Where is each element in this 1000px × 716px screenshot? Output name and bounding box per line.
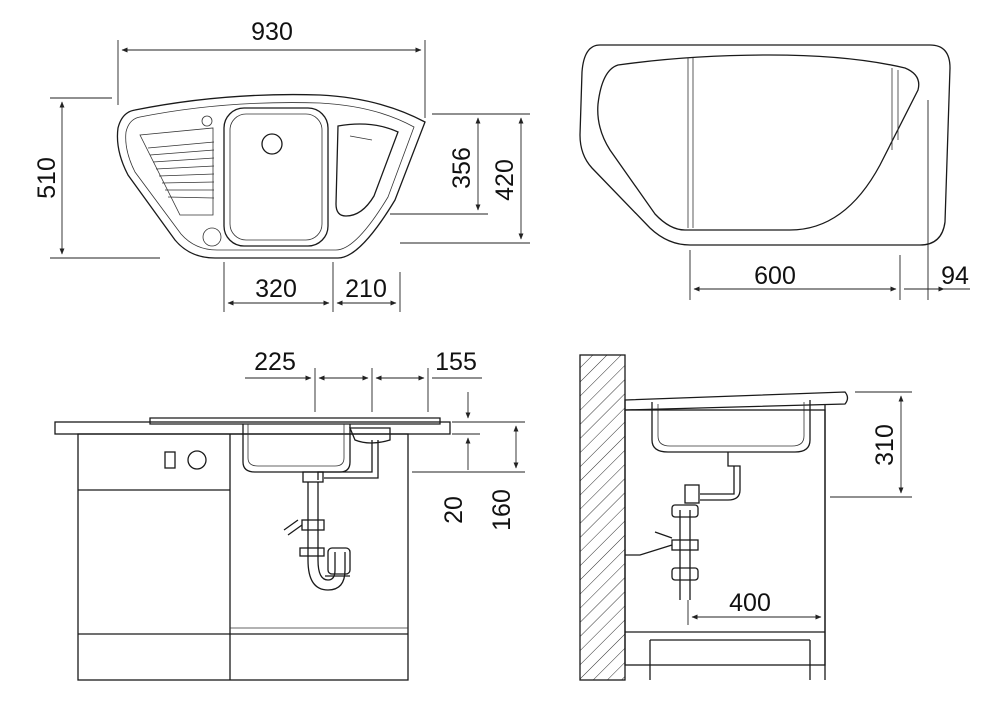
trap-side bbox=[679, 510, 691, 600]
wall bbox=[579, 354, 626, 681]
dim-side-depth: 310 bbox=[871, 424, 899, 466]
sink-rim-inner bbox=[125, 102, 415, 251]
drainer-drain bbox=[202, 227, 222, 247]
side-bowl-section bbox=[349, 427, 391, 444]
dim-cabinet-depth: 400 bbox=[729, 589, 771, 617]
top-view: 930 510 356 420 320 210 bbox=[33, 18, 530, 312]
drainer-area bbox=[139, 127, 214, 216]
dim-worktop-overhang: 20 bbox=[440, 496, 468, 524]
bowl-side bbox=[651, 400, 811, 453]
appliance-switch bbox=[164, 451, 176, 469]
cutout-view: 600 94 bbox=[579, 44, 970, 300]
drain-pipe-side bbox=[700, 452, 741, 501]
dim-bowl-depth-outer: 420 bbox=[491, 159, 519, 201]
side-section: 310 400 bbox=[579, 354, 912, 681]
front-section: 225 155 20 160 bbox=[54, 348, 525, 681]
tap-hole bbox=[201, 115, 213, 127]
dim-drain-offset-right: 155 bbox=[435, 348, 477, 376]
main-bowl bbox=[223, 107, 329, 247]
overflow-pipe bbox=[317, 440, 373, 480]
main-bowl-inner bbox=[229, 113, 323, 241]
sink-rim-front bbox=[149, 417, 441, 425]
sink-outline bbox=[116, 93, 426, 259]
worktop-side bbox=[624, 391, 849, 411]
dim-drain-offset-left: 225 bbox=[254, 348, 296, 376]
dim-cutout-width: 600 bbox=[754, 262, 796, 290]
trap-pipe bbox=[307, 482, 346, 591]
appliance-knob bbox=[187, 450, 207, 470]
dim-bowl-height: 160 bbox=[488, 489, 516, 531]
side-overflow bbox=[349, 135, 373, 141]
main-drain bbox=[261, 133, 283, 155]
cabinet-body bbox=[77, 433, 409, 681]
drainer-ribs bbox=[147, 141, 215, 199]
cutout-outer bbox=[579, 44, 951, 246]
dim-top-depth: 510 bbox=[33, 157, 61, 199]
dim-top-width: 930 bbox=[251, 18, 293, 46]
dim-side-bowl-width: 210 bbox=[345, 275, 387, 303]
dim-bowl-depth-inner: 356 bbox=[448, 147, 476, 189]
dim-cutout-offset: 94 bbox=[941, 262, 969, 290]
main-bowl-section bbox=[242, 424, 351, 473]
cutout-inner bbox=[597, 54, 920, 231]
side-bowl bbox=[335, 123, 399, 217]
dim-bowl-width: 320 bbox=[255, 275, 297, 303]
